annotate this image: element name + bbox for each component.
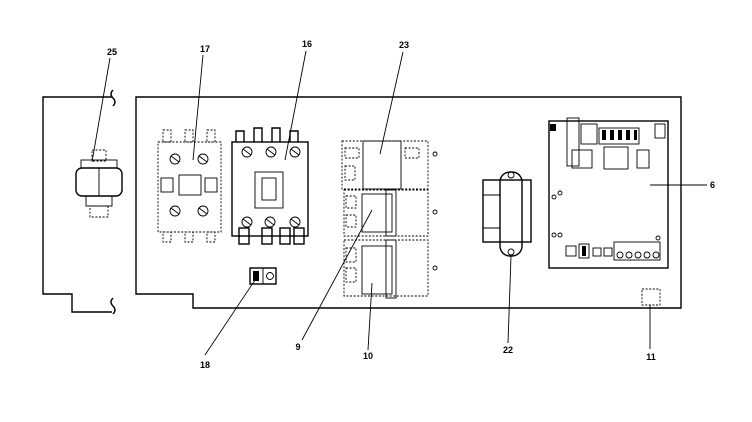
component-16-contactor xyxy=(231,127,309,245)
callout-11: 11 xyxy=(646,352,656,362)
component-23-relay xyxy=(341,140,438,190)
component-6-control-board xyxy=(548,117,669,269)
callout-16: 16 xyxy=(302,39,312,49)
component-10-transformer xyxy=(343,239,438,299)
callout-25: 25 xyxy=(107,47,117,57)
main-back-panel xyxy=(135,96,682,309)
callout-labels: 25 17 16 23 6 18 9 10 22 11 xyxy=(107,39,715,370)
component-18-terminal xyxy=(249,267,277,285)
callout-10: 10 xyxy=(363,351,373,361)
callout-18: 18 xyxy=(200,360,210,370)
component-25-fuse-holder xyxy=(75,149,123,218)
callout-22: 22 xyxy=(503,345,513,355)
component-9-transformer xyxy=(343,189,438,237)
component-17-contactor xyxy=(157,129,222,243)
callout-17: 17 xyxy=(200,44,210,54)
callout-23: 23 xyxy=(399,40,409,50)
component-11-ground-lug xyxy=(641,288,661,306)
leader-lines xyxy=(91,50,707,356)
component-22-transformer xyxy=(482,171,557,257)
callout-6: 6 xyxy=(710,180,715,190)
callout-9: 9 xyxy=(295,342,300,352)
side-panel-outline xyxy=(42,89,116,315)
